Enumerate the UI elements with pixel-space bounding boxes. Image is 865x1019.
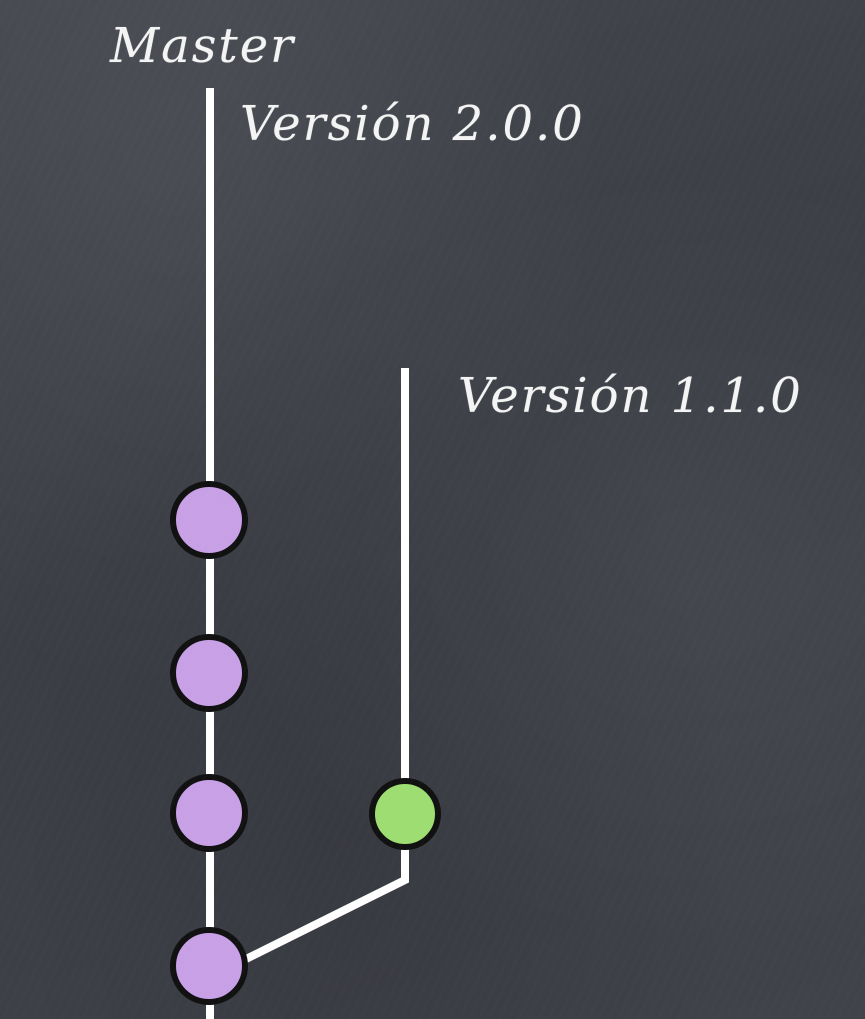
master-branch-label: Master <box>110 18 296 74</box>
version-1-commit[interactable] <box>369 778 441 850</box>
master-commit-3[interactable] <box>170 774 248 852</box>
version-2-branch-label: Versión 2.0.0 <box>240 96 585 152</box>
master-commit-2[interactable] <box>170 634 248 712</box>
version-1-branch-line <box>234 368 409 968</box>
version-1-branch-label: Versión 1.1.0 <box>458 368 803 424</box>
master-commit-1[interactable] <box>170 481 248 559</box>
master-commit-4[interactable] <box>170 927 248 1005</box>
